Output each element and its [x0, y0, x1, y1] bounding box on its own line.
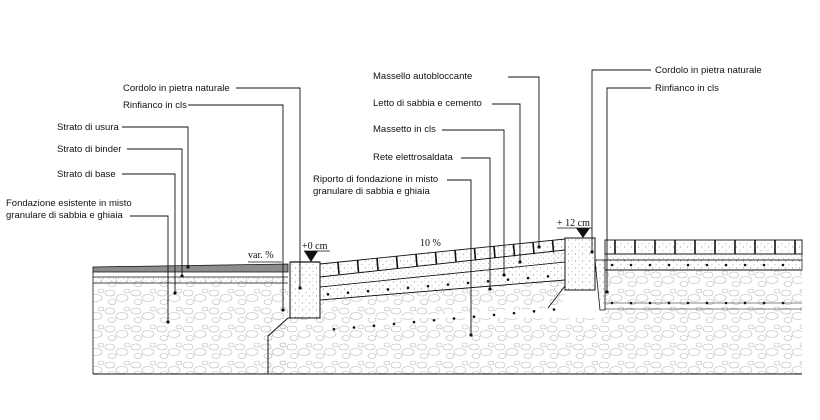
paver-joint — [395, 256, 399, 269]
right-curb — [547, 237, 606, 311]
level-left-text: +0 cm — [302, 241, 328, 252]
mesh-dot — [526, 276, 530, 280]
left-annotations: Cordolo in pietra naturale Rinfianco in … — [6, 83, 302, 324]
label-binder-layer: Strato di binder — [57, 144, 121, 155]
label-haunch-left: Rinfianco in cls — [123, 100, 187, 111]
mesh-dot — [686, 263, 690, 267]
var-slope-text: var. % — [248, 250, 274, 261]
paver-joint — [454, 250, 457, 263]
label-curb-left: Cordolo in pietra naturale — [123, 83, 230, 94]
label-screed: Massetto in cls — [373, 124, 436, 135]
mesh-dot — [781, 263, 785, 267]
mesh-dot — [648, 263, 652, 267]
mesh-dot — [512, 311, 516, 315]
mesh-dot — [406, 286, 410, 290]
mesh-dot — [486, 279, 490, 283]
mesh-dot — [629, 301, 633, 305]
paver-joint — [473, 248, 477, 261]
paver-joint — [415, 254, 418, 267]
paver-joint — [532, 242, 535, 255]
mesh-dot — [346, 291, 350, 295]
paver-joint — [493, 246, 496, 259]
label-wearing-layer: Strato di usura — [57, 122, 119, 133]
mesh-dot — [724, 263, 728, 267]
mesh-dot — [432, 319, 436, 322]
label-base-layer: Strato di base — [57, 169, 116, 180]
mesh-dot — [762, 301, 766, 305]
mesh-dot — [762, 263, 766, 267]
mesh-dot — [667, 263, 671, 267]
mesh-dot — [705, 301, 709, 305]
mesh-dot — [781, 301, 785, 305]
mesh-dot — [506, 278, 510, 281]
label-sand-bed: Letto di sabbia e cemento — [373, 98, 482, 109]
existing-foundation — [92, 270, 802, 375]
label-fill-1: Riporto di fondazione in misto — [313, 174, 438, 185]
slope-text: 10 % — [420, 238, 441, 249]
mesh-dot — [686, 301, 690, 305]
label-mesh: Rete elettrosaldata — [373, 152, 453, 163]
center-annotations: Massello autobloccante Letto di sabbia e… — [313, 71, 541, 337]
mesh-dot — [426, 284, 430, 288]
level-right-text: + 12 cm — [557, 218, 590, 229]
level-marker-left: +0 cm — [302, 241, 330, 262]
flat-paving — [604, 239, 803, 310]
mesh-dot — [472, 315, 476, 319]
left-curb — [289, 261, 321, 319]
mesh-dot — [352, 326, 356, 329]
mesh-dot — [743, 301, 747, 305]
mesh-dot — [392, 322, 396, 326]
label-haunch-right: Rinfianco in cls — [655, 83, 719, 94]
mesh-dot — [724, 301, 728, 305]
mesh-dot — [466, 281, 470, 285]
mesh-dot — [705, 263, 709, 267]
mesh-dot — [446, 283, 450, 286]
mesh-dot — [552, 308, 556, 311]
level-marker-right: + 12 cm — [557, 218, 592, 238]
paver-joint — [337, 262, 340, 275]
paver-joint — [376, 258, 379, 271]
paver-joint — [434, 252, 438, 265]
mesh-dot — [610, 301, 614, 305]
mesh-dot — [326, 293, 330, 296]
mesh-dot — [412, 320, 416, 324]
label-curb-right: Cordolo in pietra naturale — [655, 65, 762, 76]
mesh-dot — [372, 324, 376, 327]
right-annotations: Cordolo in pietra naturale Rinfianco in … — [590, 65, 762, 294]
mesh-dot — [332, 327, 336, 331]
mesh-dot — [452, 317, 456, 320]
mesh-dot — [667, 301, 671, 305]
label-paver: Massello autobloccante — [373, 71, 472, 82]
mesh-dot — [386, 288, 390, 291]
mesh-dot — [366, 289, 370, 293]
label-foundation-2: granulare di sabbia e ghiaia — [6, 210, 123, 221]
label-fill-2: granulare di sabbia e ghiaia — [313, 186, 430, 197]
mesh-dot — [743, 263, 747, 267]
label-foundation-1: Fondazione esistente in misto — [6, 198, 132, 209]
paver-joint — [512, 244, 516, 257]
paver-joint — [356, 260, 360, 273]
asphalt-layers — [92, 263, 289, 284]
mesh-dot — [546, 275, 550, 278]
mesh-dot — [492, 313, 496, 317]
mesh-dot — [610, 263, 614, 267]
paver-joint — [551, 240, 555, 253]
mesh-dot — [629, 263, 633, 267]
mesh-dot — [648, 301, 652, 305]
mesh-dot — [532, 310, 536, 313]
